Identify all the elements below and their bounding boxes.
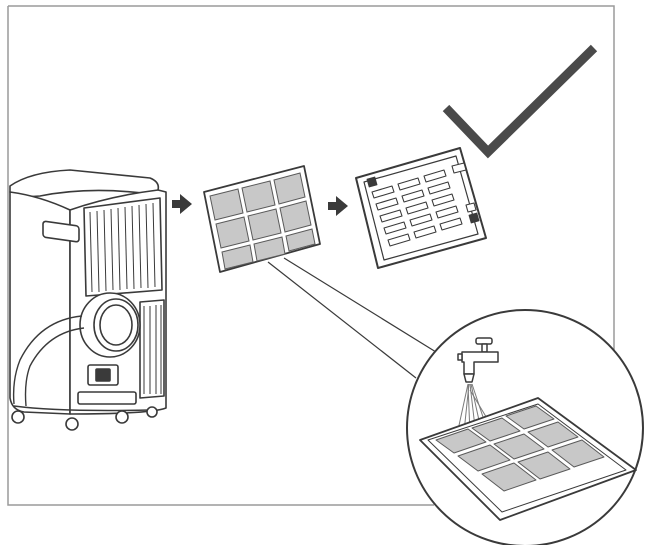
air-conditioner-icon bbox=[9, 169, 167, 431]
air-conditioner-grille-slats bbox=[89, 202, 162, 394]
zoom-callout-lines bbox=[267, 257, 437, 379]
arrow-right-icon bbox=[328, 196, 348, 216]
filter-frame-icon bbox=[355, 147, 487, 269]
arrow-right-icon bbox=[172, 194, 192, 214]
panel-frame bbox=[7, 5, 615, 506]
check-mark-icon bbox=[442, 44, 598, 159]
water-tap-icon bbox=[457, 337, 499, 383]
rinsed-filter-mesh-icon bbox=[419, 397, 637, 521]
filter-mesh-icon bbox=[203, 165, 321, 273]
